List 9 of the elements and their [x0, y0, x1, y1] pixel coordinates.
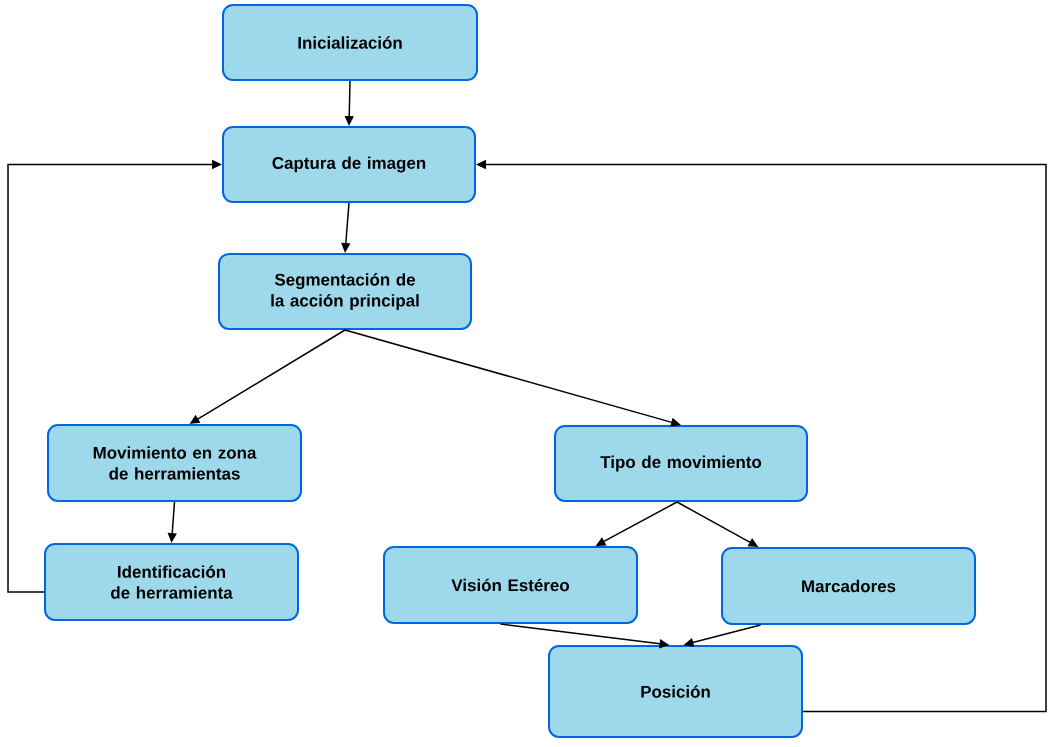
process-box: Captura de imagen [222, 126, 476, 203]
process-box: Identificación de herramienta [44, 543, 299, 621]
process-box: Posición [548, 645, 803, 738]
process-box: Visión Estéreo [383, 546, 638, 624]
process-box: Movimiento en zona de herramientas [47, 424, 302, 502]
process-box: Segmentación de la acción principal [218, 253, 472, 330]
process-box: Tipo de movimiento [554, 425, 808, 502]
process-box: Inicialización [222, 4, 478, 81]
process-box: Marcadores [721, 547, 976, 625]
